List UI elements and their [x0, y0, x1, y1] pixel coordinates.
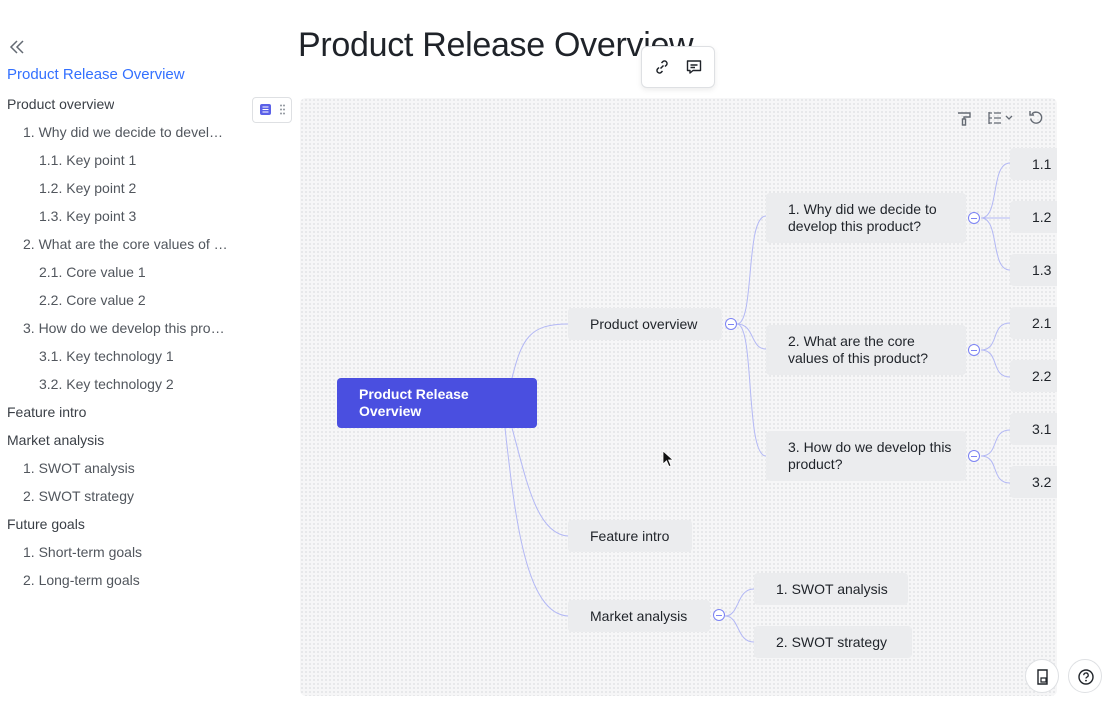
toc-item[interactable]: 3.1. Key technology 1: [39, 348, 174, 364]
mindmap-block-icon: [260, 104, 285, 115]
node-label: Feature intro: [590, 528, 670, 544]
toc-item[interactable]: 3. How do we develop this product?: [23, 320, 228, 336]
toc-item[interactable]: 1. SWOT analysis: [23, 460, 135, 476]
node-label: 3. How do we develop this product?: [788, 439, 952, 472]
mindmap-node-key-point[interactable]: 1.2: [1010, 201, 1057, 233]
comment-button[interactable]: [685, 58, 703, 76]
mindmap-node-how-develop[interactable]: 3. How do we develop this product?: [766, 431, 966, 481]
mindmap-node-product-overview[interactable]: Product overview: [568, 308, 722, 340]
mindmap-node-swot-analysis[interactable]: 1. SWOT analysis: [754, 573, 908, 605]
collapse-toggle[interactable]: [968, 450, 980, 462]
block-handle[interactable]: [252, 97, 292, 123]
copy-link-button[interactable]: [653, 58, 671, 76]
layout-icon: [988, 112, 1013, 124]
document-outline-icon: [1037, 669, 1048, 685]
cursor-icon: [662, 450, 674, 468]
toc-item[interactable]: 1.1. Key point 1: [39, 152, 137, 168]
floating-toolbar: [641, 46, 715, 88]
mindmap-node-swot-strategy[interactable]: 2. SWOT strategy: [754, 626, 912, 658]
reset-view-button[interactable]: [1027, 108, 1045, 128]
double-chevron-left-icon: [9, 40, 24, 54]
node-label: Market analysis: [590, 608, 688, 624]
style-brush-icon: [958, 112, 971, 126]
toc-item[interactable]: Product overview: [7, 96, 115, 112]
node-label: 2.2: [1032, 368, 1052, 384]
node-label: 1.2: [1032, 209, 1052, 225]
node-label: 2. SWOT strategy: [776, 634, 887, 650]
node-label: 1.3: [1032, 262, 1052, 278]
mindmap-node-key-point[interactable]: 1.1: [1010, 148, 1057, 180]
collapse-sidebar-button[interactable]: [8, 38, 28, 56]
mindmap-node-core-value[interactable]: 2.1: [1010, 307, 1057, 339]
node-label: 3.1: [1032, 421, 1052, 437]
reset-icon: [1029, 111, 1043, 124]
toc-item[interactable]: 2.2. Core value 2: [39, 292, 146, 308]
collapse-toggle[interactable]: [968, 344, 980, 356]
toc-title[interactable]: Product Release Overview: [7, 66, 185, 83]
node-label: 3.2: [1032, 474, 1052, 490]
toc-item[interactable]: 3.2. Key technology 2: [39, 376, 174, 392]
document-outline-button[interactable]: [1025, 659, 1059, 693]
comment-icon: [686, 60, 702, 74]
toc-item[interactable]: 1. Why did we decide to develop this pro…: [23, 124, 228, 140]
node-label: 2.1: [1032, 315, 1052, 331]
mindmap-node-market-analysis[interactable]: Market analysis: [568, 600, 710, 632]
style-brush-button[interactable]: [955, 108, 973, 128]
help-button[interactable]: [1068, 659, 1102, 693]
node-label: 1. SWOT analysis: [776, 581, 888, 597]
mindmap-node-feature-intro[interactable]: Feature intro: [568, 520, 692, 552]
mindmap-node-key-point[interactable]: 1.3: [1010, 254, 1057, 286]
drag-handle-icon[interactable]: [280, 104, 285, 115]
node-label: 2. What are the core values of this prod…: [788, 333, 929, 366]
node-label: 1.1: [1032, 156, 1052, 172]
collapse-toggle[interactable]: [713, 609, 725, 621]
toc-item[interactable]: Market analysis: [7, 432, 105, 448]
mindmap-connectors: [504, 162, 1011, 643]
layout-dropdown[interactable]: [985, 108, 1017, 128]
toc-item[interactable]: 1. Short-term goals: [23, 544, 143, 560]
node-label: Product overview: [590, 316, 698, 332]
mindmap-root-node[interactable]: Product Release Overview: [337, 378, 537, 428]
mindmap-node-key-technology[interactable]: 3.1: [1010, 413, 1057, 445]
mindmap-node-key-technology[interactable]: 3.2: [1010, 466, 1057, 498]
root-node-label: Product Release Overview: [359, 386, 469, 419]
toc-item[interactable]: 2. What are the core values of this prod…: [23, 236, 228, 252]
node-label: 1. Why did we decide to develop this pro…: [788, 201, 937, 234]
toc-item[interactable]: 2. Long-term goals: [23, 572, 140, 588]
mindmap-node-core-values[interactable]: 2. What are the core values of this prod…: [766, 325, 966, 375]
mindmap-node-core-value[interactable]: 2.2: [1010, 360, 1057, 392]
mindmap-node-why-develop[interactable]: 1. Why did we decide to develop this pro…: [766, 193, 966, 243]
mindmap-canvas[interactable]: Product Release Overview Product overvie…: [300, 98, 1057, 696]
toc-item[interactable]: Feature intro: [7, 404, 87, 420]
collapse-toggle[interactable]: [725, 318, 737, 330]
collapse-toggle[interactable]: [968, 212, 980, 224]
help-icon: [1078, 669, 1094, 685]
toc-item[interactable]: 1.3. Key point 3: [39, 208, 137, 224]
toc-item[interactable]: 2.1. Core value 1: [39, 264, 146, 280]
toc-item[interactable]: 1.2. Key point 2: [39, 180, 137, 196]
toc-item[interactable]: Future goals: [7, 516, 85, 532]
toc-item[interactable]: 2. SWOT strategy: [23, 488, 134, 504]
page-title: Product Release Overview: [298, 26, 694, 64]
link-icon: [656, 60, 668, 74]
